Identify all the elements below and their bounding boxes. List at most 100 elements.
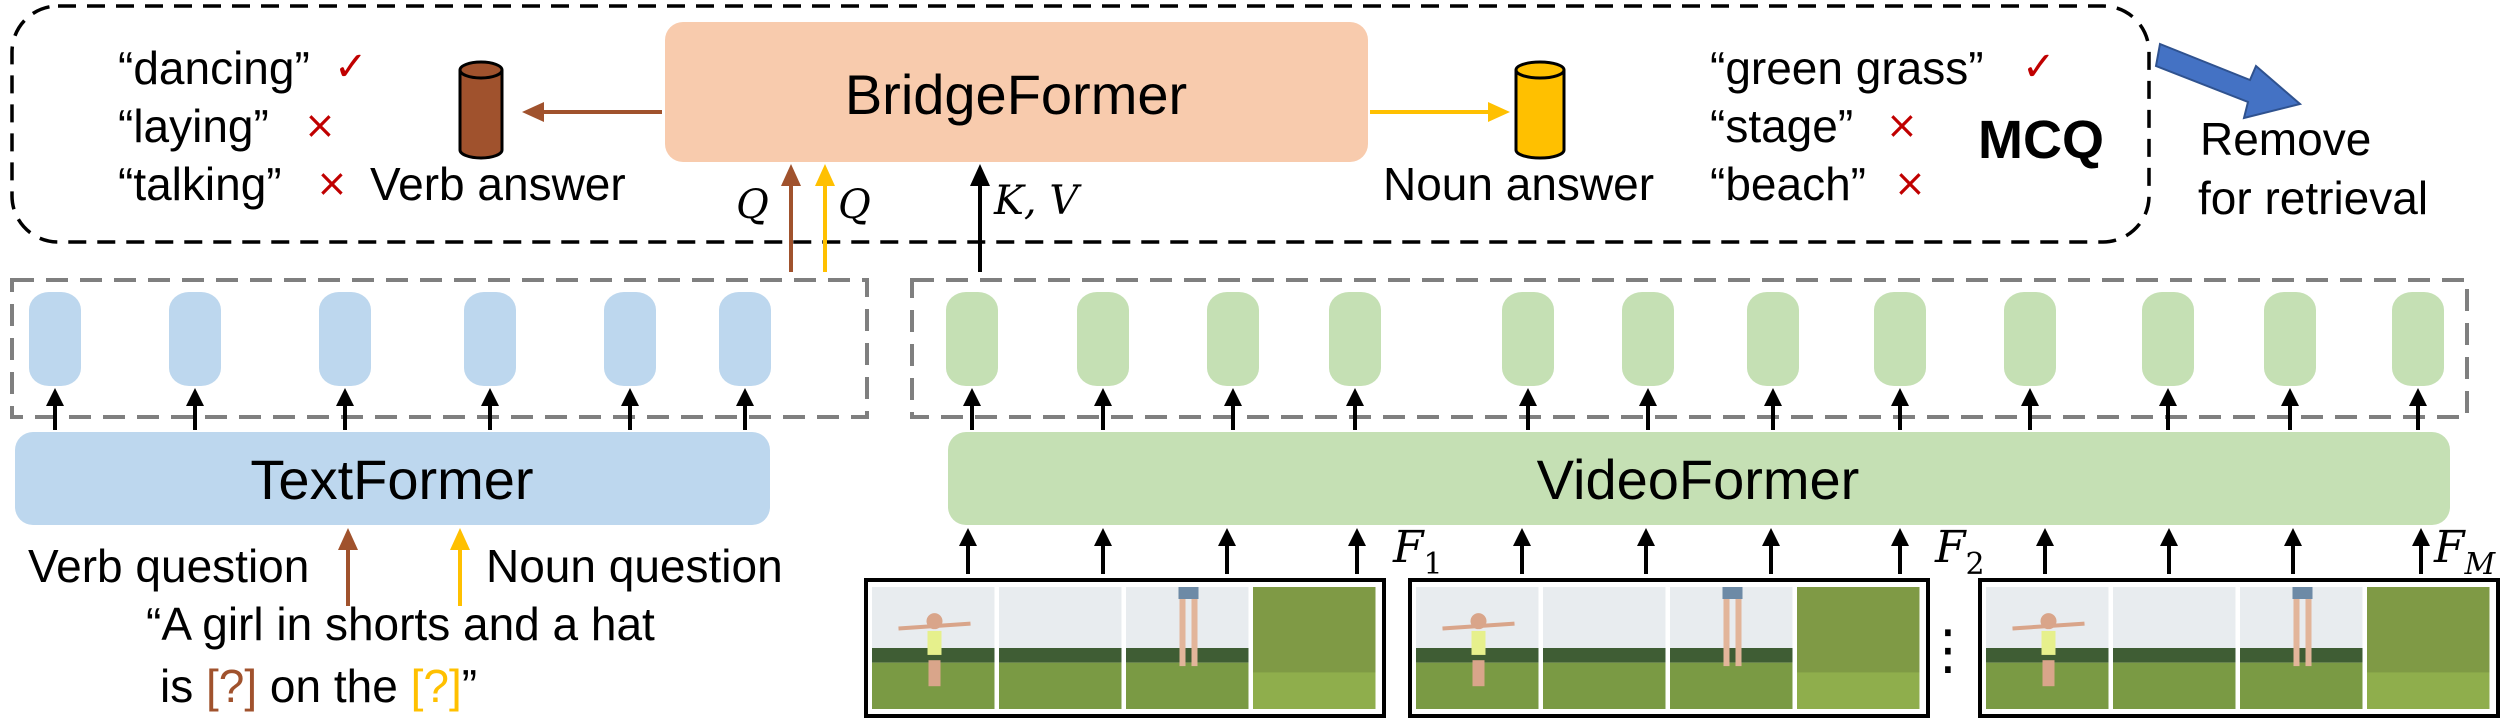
frame-input-arrow	[959, 528, 977, 574]
noun-option-green-grass-mark: ✓	[2022, 44, 2056, 90]
question-sentence-line1: “A girl in shorts and a hat	[146, 598, 655, 650]
text-token	[604, 292, 656, 386]
clip-ellipsis: ⋮	[1921, 620, 1975, 680]
frame-label-f2: F2	[1934, 522, 1985, 582]
mcq-label: MCQ	[1978, 110, 2104, 170]
frame-input-arrow	[1637, 528, 1655, 574]
video-frame	[1416, 587, 1544, 709]
verb-question-arrow	[338, 528, 358, 606]
sentence-suffix: ”	[462, 660, 477, 712]
video-token-arrow	[963, 388, 981, 430]
remove-note-line1: Remove	[2200, 113, 2371, 165]
noun-option-stage-mark: ×	[1886, 103, 1918, 147]
verb-option-talking: “talking”	[118, 158, 282, 210]
video-token	[1502, 292, 1554, 386]
text-token-arrow	[336, 388, 354, 430]
video-token	[1207, 292, 1259, 386]
verb-answer-cylinder	[458, 60, 504, 160]
remove-arrow-icon	[2154, 42, 2303, 120]
textformer-title: TextFormer	[250, 448, 533, 511]
video-token-arrow	[1891, 388, 1909, 430]
frame-input-arrow	[1513, 528, 1531, 574]
text-token	[319, 292, 371, 386]
video-token	[2004, 292, 2056, 386]
frame-label-f1: F1	[1392, 522, 1443, 582]
frame-input-arrow	[1891, 528, 1909, 574]
sentence-prefix: is	[160, 660, 206, 712]
verb-answer-label: Verb answer	[370, 158, 626, 210]
bridgeformer-box	[665, 22, 1368, 162]
remove-note-line2: for retrieval	[2198, 172, 2428, 224]
video-tokens-group	[910, 278, 2469, 419]
video-token-arrow	[1639, 388, 1657, 430]
video-token	[946, 292, 998, 386]
frame-input-arrow	[1762, 528, 1780, 574]
text-token-arrow	[621, 388, 639, 430]
video-token	[2392, 292, 2444, 386]
video-token-arrow	[2409, 388, 2427, 430]
frame-input-arrow	[1348, 528, 1366, 574]
text-token-arrow	[46, 388, 64, 430]
video-frame	[2113, 587, 2241, 709]
video-frame	[1543, 587, 1671, 709]
query-label-yellow: Q	[838, 182, 871, 228]
verb-blank: [?]	[206, 660, 257, 712]
video-token-arrow	[2021, 388, 2039, 430]
frame-input-arrow	[2412, 528, 2430, 574]
mcq-container	[10, 4, 2151, 244]
video-clip-1	[864, 578, 1386, 718]
text-token-arrow	[186, 388, 204, 430]
noun-answer-cylinder	[1514, 60, 1566, 160]
frame-input-arrow	[2160, 528, 2178, 574]
sentence-middle: on the	[257, 660, 410, 712]
text-token	[29, 292, 81, 386]
noun-option-beach: “beach”	[1710, 158, 1866, 210]
frame-input-arrow	[2284, 528, 2302, 574]
text-token	[719, 292, 771, 386]
frame-input-arrow	[1218, 528, 1236, 574]
text-token-arrow	[481, 388, 499, 430]
noun-option-stage: “stage”	[1710, 100, 1853, 152]
verb-question-label: Verb question	[28, 540, 309, 592]
text-token-arrow	[736, 388, 754, 430]
query-label-brown: Q	[736, 182, 769, 228]
noun-answer-arrow	[1370, 102, 1510, 122]
verb-answer-arrow	[522, 102, 662, 122]
video-token	[1622, 292, 1674, 386]
frame-input-arrow	[2036, 528, 2054, 574]
frame-input-arrow	[1094, 528, 1112, 574]
noun-question-label: Noun question	[486, 540, 783, 592]
query-arrow-brown	[781, 164, 801, 272]
verb-option-talking-mark: ×	[316, 161, 348, 205]
video-token-arrow	[2281, 388, 2299, 430]
text-token	[464, 292, 516, 386]
video-token	[2264, 292, 2316, 386]
noun-question-arrow	[450, 528, 470, 606]
video-frame	[1986, 587, 2114, 709]
frame-label-fm: FM	[2433, 522, 2497, 582]
video-frame	[1670, 587, 1798, 709]
bridgeformer-title: BridgeFormer	[845, 63, 1187, 126]
video-token	[1747, 292, 1799, 386]
text-token	[169, 292, 221, 386]
verb-option-dancing: “dancing”	[118, 42, 310, 94]
verb-option-dancing-mark: ✓	[334, 44, 368, 90]
query-arrow-yellow	[815, 164, 835, 272]
video-frame	[999, 587, 1127, 709]
video-clip-2	[1408, 578, 1930, 718]
videoformer-box	[948, 432, 2450, 525]
verb-option-laying-mark: ×	[304, 103, 336, 147]
video-clip-m	[1978, 578, 2500, 718]
video-token-arrow	[1764, 388, 1782, 430]
video-token-arrow	[1346, 388, 1364, 430]
video-token-arrow	[1094, 388, 1112, 430]
noun-option-green-grass: “green grass”	[1710, 42, 1984, 94]
textformer-box	[15, 432, 770, 525]
video-frame	[872, 587, 1000, 709]
question-sentence-line2: is [?] on the [?]”	[160, 660, 477, 712]
noun-answer-label: Noun answer	[1383, 158, 1654, 210]
video-frame	[1797, 587, 1925, 709]
verb-option-laying: “laying”	[118, 100, 269, 152]
video-frame	[2240, 587, 2368, 709]
